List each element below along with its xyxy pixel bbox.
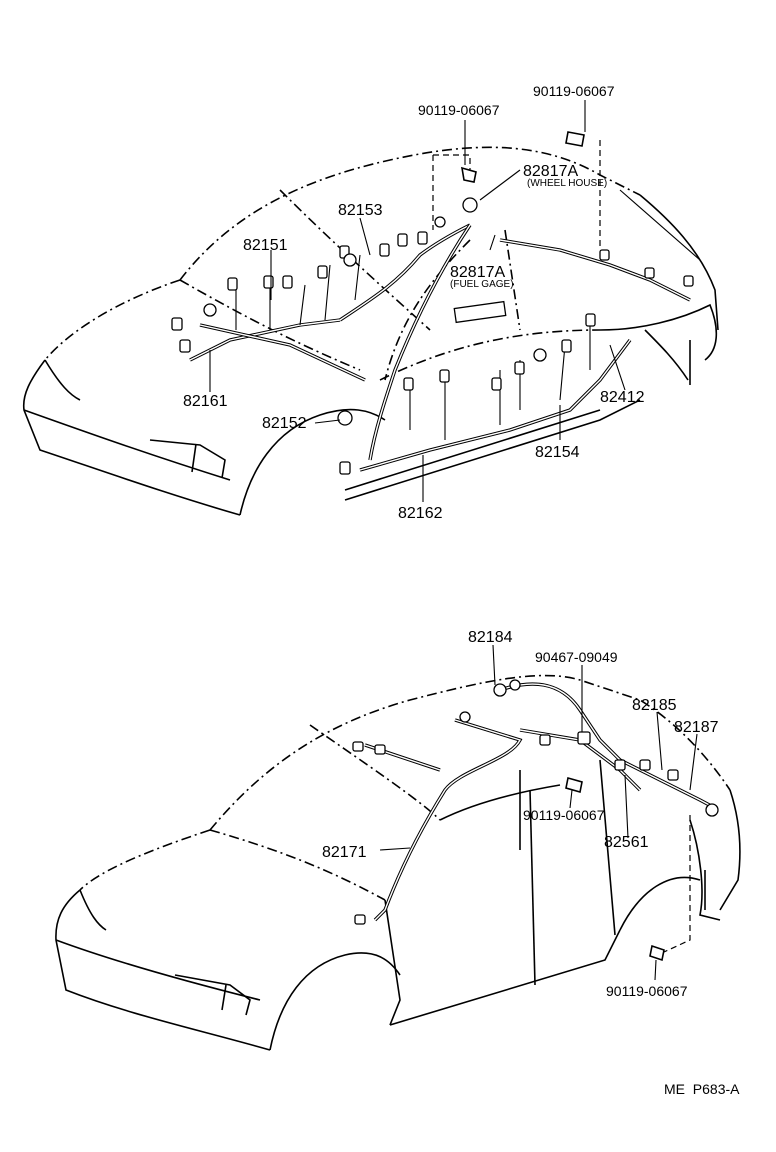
top-wire-harness [189, 223, 691, 472]
label-82817a-wheel: 82817A [523, 163, 578, 180]
label-82153: 82153 [338, 202, 383, 219]
bottom-leaders [379, 644, 698, 981]
label-82184: 82184 [468, 629, 513, 646]
label-bolt-left: 90119-06067 [418, 102, 500, 118]
label-wheel-house: (WHEEL HOUSE) [527, 178, 607, 189]
label-82154: 82154 [535, 444, 580, 461]
label-bolt-right: 90119-06067 [533, 83, 615, 99]
label-82185: 82185 [632, 697, 677, 714]
label-82171: 82171 [322, 844, 367, 861]
label-82187: 82187 [674, 719, 719, 736]
top-car-body [22, 146, 719, 516]
label-82817a-fuel: 82817A [450, 264, 505, 281]
top-bolts [432, 100, 601, 250]
label-82561: 82561 [604, 834, 649, 851]
bottom-part-labels: 82184 90467-09049 82185 82187 82171 9011… [322, 629, 719, 999]
top-connectors [171, 197, 694, 475]
label-bolt-low: 90119-06067 [606, 983, 688, 999]
bottom-car-body [55, 674, 741, 1051]
label-82161: 82161 [183, 393, 228, 410]
label-82412: 82412 [600, 389, 645, 406]
bottom-wire-harness [364, 682, 716, 922]
figure-code: ME P683-A [664, 1081, 740, 1097]
label-82151: 82151 [243, 237, 288, 254]
label-clip-90467: 90467-09049 [535, 649, 618, 665]
label-82152: 82152 [262, 415, 307, 432]
top-part-labels: 82151 82153 82161 82152 82162 82154 8241… [183, 83, 645, 522]
bottom-connectors [352, 679, 719, 962]
label-82162: 82162 [398, 505, 443, 522]
top-leaders [209, 169, 701, 502]
label-fuel-gage: (FUEL GAGE) [450, 279, 514, 290]
label-bolt-mid: 90119-06067 [523, 807, 605, 823]
